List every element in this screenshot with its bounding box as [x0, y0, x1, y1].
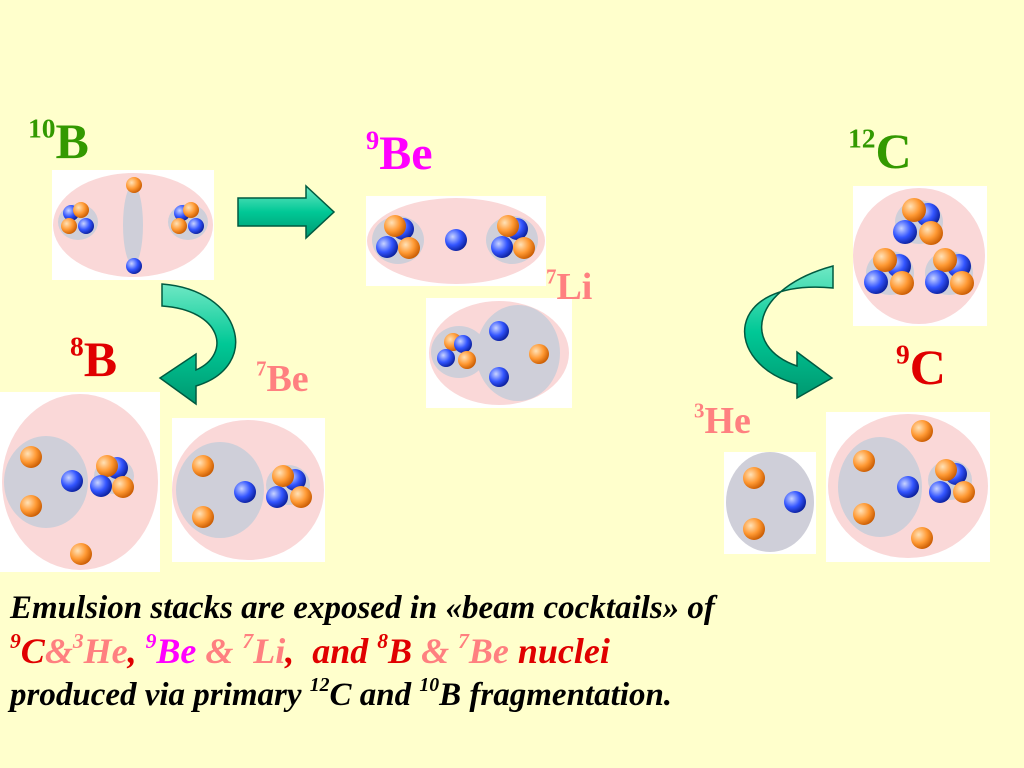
label-c9: 9C	[896, 338, 946, 395]
curved-arrow-right	[743, 265, 834, 400]
b10-nucleus	[53, 173, 213, 277]
he3-nucleus	[726, 452, 814, 552]
be9-nucleus	[367, 198, 545, 284]
be7-nucleus	[172, 420, 324, 560]
label-he3: 3He	[694, 398, 751, 442]
right-arrow	[237, 184, 336, 240]
label-li7: 7Li	[546, 264, 593, 308]
label-c12: 12C	[848, 122, 912, 179]
caption-line-3: produced via primary 12C and 10B fragmen…	[10, 674, 673, 713]
label-be9: 9Be	[366, 125, 433, 180]
caption-line-1: Emulsion stacks are exposed in «beam coc…	[10, 590, 715, 626]
label-be7: 7Be	[256, 356, 309, 400]
c12-nucleus	[853, 188, 985, 324]
curved-arrow-left	[158, 283, 237, 406]
b8-nucleus	[2, 394, 158, 570]
label-b8: 8B	[70, 330, 118, 387]
li7-nucleus	[429, 301, 569, 405]
c9-nucleus	[828, 414, 988, 558]
label-b10: 10B	[28, 112, 89, 169]
caption: Emulsion stacks are exposed in «beam coc…	[10, 586, 1014, 712]
caption-line-2: 9C&3He, 9Be & 7Li, and 8B & 7Be nuclei	[10, 628, 610, 671]
